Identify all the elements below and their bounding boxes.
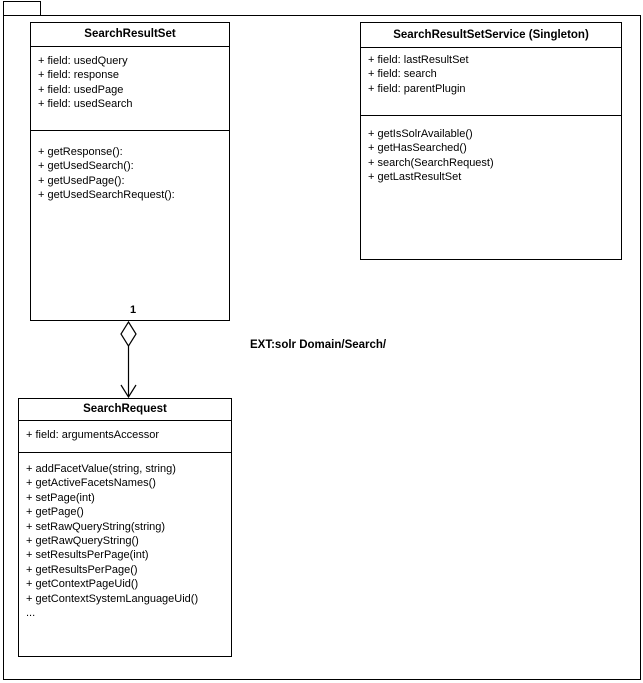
- class-method: + getContextSystemLanguageUid(): [26, 592, 199, 605]
- class-fields-compartment: + field: lastResultSet + field: search+ f…: [361, 48, 621, 116]
- class-method: + getRawQueryString(): [26, 535, 139, 548]
- class-method: + getActiveFacetsNames(): [26, 477, 156, 490]
- class-methods-compartment: + addFacetValue(string, string) + getActi…: [19, 453, 231, 656]
- class-title: SearchResultSet: [31, 23, 229, 47]
- class-method: + addFacetValue(string, string): [26, 463, 176, 475]
- class-method: + setResultsPerPage(int): [26, 549, 149, 562]
- class-method: + setPage(int): [26, 491, 95, 504]
- class-method: + getUsedSearch():: [38, 160, 134, 173]
- class-fields-compartment: + field: usedQuery+ field: response+ fie…: [31, 47, 229, 131]
- class-method: + setRawQueryString(string): [26, 520, 166, 533]
- class-field: + field: response: [38, 69, 120, 82]
- class-method: + getIsSolrAvailable(): [368, 128, 473, 140]
- class-method: + getResultsPerPage(): [26, 563, 138, 576]
- class-method: + search(SearchRequest): [368, 156, 494, 169]
- class-title: SearchRequest: [19, 399, 231, 421]
- class-method: ...: [26, 607, 36, 620]
- class-methods-compartment: + getIsSolrAvailable() + getHasSearched()…: [361, 116, 621, 259]
- class-fields-compartment: + field: argumentsAccessor: [19, 421, 231, 453]
- class-box-search-result-set-service: SearchResultSetService (Singleton) + fie…: [360, 22, 622, 260]
- class-box-search-result-set: SearchResultSet + field: usedQuery + fiel…: [30, 22, 230, 321]
- class-method: + getHasSearched(): [368, 142, 467, 155]
- class-box-search-request: SearchRequest + field: argumentsAccessor…: [18, 398, 232, 657]
- class-method: + getLastResultSet: [368, 171, 462, 184]
- class-method: + getContextPageUid(): [26, 578, 139, 591]
- class-method: + getUsedPage():: [38, 174, 125, 187]
- class-method: + getUsedSearchRequest():: [38, 189, 175, 202]
- annotation-label: EXT:solr Domain/Search/: [250, 339, 387, 351]
- class-method: + getResponse():: [38, 146, 123, 158]
- frame-tab: [3, 1, 41, 16]
- class-method: + getPage(): [26, 506, 84, 519]
- class-field: + field: search: [368, 68, 437, 81]
- class-field: + field: usedPage: [38, 83, 124, 96]
- class-title: SearchResultSetService (Singleton): [361, 23, 621, 48]
- class-field: + field: lastResultSet: [368, 54, 469, 66]
- multiplicity-label: 1: [130, 304, 137, 316]
- class-methods-compartment: + getResponse():+ getUsedSearch():+ getU…: [31, 131, 229, 320]
- class-field: + field: parentPlugin: [368, 82, 466, 95]
- class-field: + field: usedQuery: [38, 55, 128, 67]
- class-field: + field: usedSearch: [38, 98, 133, 111]
- class-field: + field: argumentsAccessor: [26, 429, 159, 441]
